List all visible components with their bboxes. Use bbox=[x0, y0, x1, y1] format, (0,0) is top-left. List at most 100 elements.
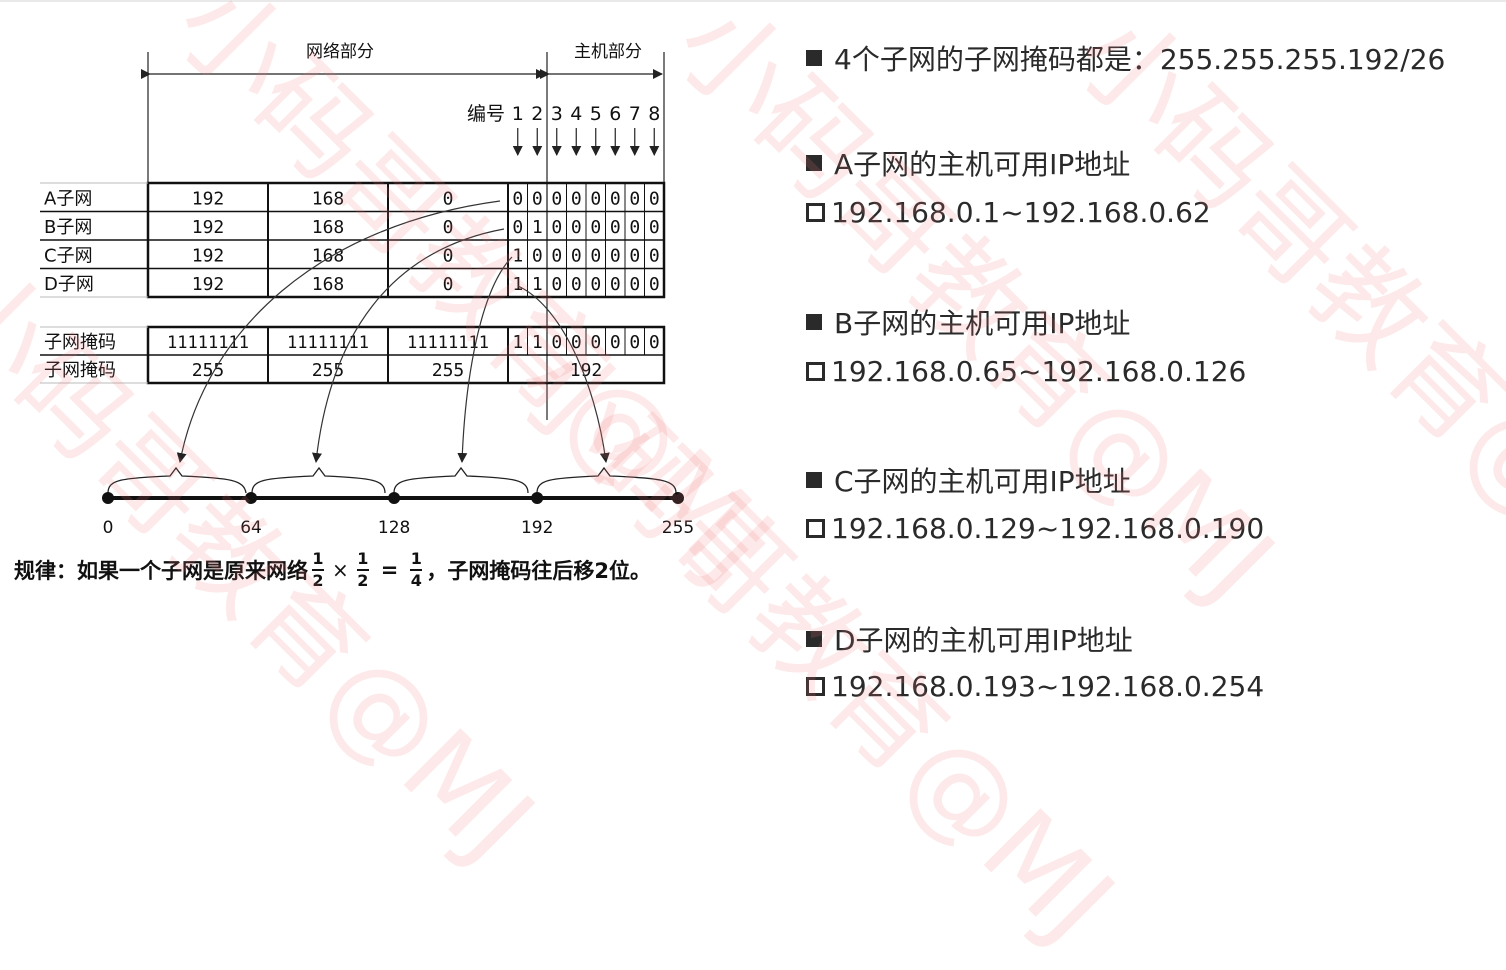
mapping-arrows bbox=[176, 200, 610, 463]
bit-number-label: 编号 bbox=[467, 103, 505, 125]
top-border bbox=[0, 0, 1506, 2]
subnet-row-label: C子网 bbox=[44, 245, 93, 266]
bullet-square-icon bbox=[806, 50, 822, 66]
subnet-c-title: C子网的主机可用IP地址 bbox=[806, 460, 1131, 500]
bit-cell: 0 bbox=[571, 274, 582, 295]
octet-cell: 192 bbox=[192, 274, 225, 295]
octet-cell: 0 bbox=[443, 188, 454, 209]
bit-number: 4 bbox=[570, 103, 582, 125]
subnet-c-range: 192.168.0.129~192.168.0.190 bbox=[806, 512, 1264, 545]
bit-cell: 0 bbox=[610, 188, 621, 209]
bit-cell: 0 bbox=[551, 217, 562, 238]
bit-cell: 0 bbox=[610, 217, 621, 238]
rule-suffix: ，子网掩码往后移2位。 bbox=[426, 559, 651, 583]
octet-cell: 168 bbox=[312, 217, 345, 238]
bit-number: 2 bbox=[531, 103, 543, 125]
octet-cell: 192 bbox=[192, 245, 225, 266]
octet-cell: 192 bbox=[192, 217, 225, 238]
mask-bit-cell: 0 bbox=[629, 332, 640, 353]
bit-cell: 0 bbox=[629, 274, 640, 295]
equals-sign: = bbox=[380, 558, 399, 582]
bit-cell: 0 bbox=[629, 188, 640, 209]
mask-decimal-octet: 255 bbox=[432, 360, 465, 381]
mask-bit-cell: 0 bbox=[571, 332, 582, 353]
bullet-hollow-square-icon bbox=[806, 519, 825, 538]
bit-cell: 0 bbox=[590, 188, 601, 209]
bit-cell: 0 bbox=[649, 245, 660, 266]
bit-cell: 0 bbox=[571, 188, 582, 209]
arrow-b-subnet bbox=[312, 228, 505, 463]
bit-number: 1 bbox=[512, 103, 524, 125]
number-line-label: 0 bbox=[103, 518, 114, 538]
bit-number: 6 bbox=[609, 103, 621, 125]
number-line-label: 128 bbox=[378, 518, 410, 538]
bit-number: 8 bbox=[648, 103, 660, 125]
octet-cell: 168 bbox=[312, 245, 345, 266]
bit-cell: 0 bbox=[512, 217, 523, 238]
bit-cell: 0 bbox=[551, 245, 562, 266]
subnet-row-label: D子网 bbox=[44, 274, 94, 295]
subnet-row-label: B子网 bbox=[44, 217, 92, 238]
bit-cell: 0 bbox=[532, 188, 543, 209]
mask-decimal-octet: 192 bbox=[570, 360, 603, 381]
mask-binary-octet: 11111111 bbox=[287, 333, 369, 353]
octet-cell: 0 bbox=[443, 217, 454, 238]
arrow-a-subnet bbox=[176, 200, 501, 463]
mask-summary-text: 4个子网的子网掩码都是：255.255.255.192/26 bbox=[834, 43, 1446, 76]
bit-cell: 0 bbox=[571, 245, 582, 266]
bit-cell: 1 bbox=[532, 274, 543, 295]
mask-binary-label: 子网掩码 bbox=[44, 332, 116, 353]
mask-decimal-octet: 255 bbox=[312, 360, 345, 381]
bit-cell: 1 bbox=[512, 245, 523, 266]
ip-range-number-line: 0 64 128 192 255 bbox=[102, 466, 694, 538]
mask-bit-cell: 0 bbox=[590, 332, 601, 353]
number-line-point bbox=[672, 492, 684, 504]
bit-number: 5 bbox=[590, 103, 602, 125]
bit-cell: 0 bbox=[629, 217, 640, 238]
mask-binary-octet: 11111111 bbox=[407, 333, 489, 353]
bit-cell: 0 bbox=[532, 245, 543, 266]
number-line-point bbox=[531, 492, 544, 504]
bit-cell: 0 bbox=[590, 245, 601, 266]
bullet-hollow-square-icon bbox=[806, 362, 825, 381]
number-line-point bbox=[388, 492, 401, 504]
subnet-b-title: B子网的主机可用IP地址 bbox=[806, 302, 1130, 342]
bit-cell: 1 bbox=[532, 217, 543, 238]
subnet-row-label: A子网 bbox=[44, 188, 92, 209]
octet-cell: 168 bbox=[312, 188, 345, 209]
arrow-c-subnet bbox=[457, 256, 513, 463]
bit-cell: 0 bbox=[649, 274, 660, 295]
number-line-label: 192 bbox=[521, 518, 553, 538]
mask-decimal-octet: 255 bbox=[192, 360, 225, 381]
bit-cell: 0 bbox=[649, 188, 660, 209]
mask-bit-cell: 0 bbox=[551, 332, 562, 353]
number-line-label: 64 bbox=[240, 518, 262, 538]
number-line-label: 255 bbox=[662, 518, 694, 538]
octet-cell: 168 bbox=[312, 274, 345, 295]
arrow-d-subnet bbox=[517, 285, 610, 463]
number-line-point bbox=[245, 492, 258, 504]
bit-cell: 0 bbox=[610, 245, 621, 266]
bit-cell: 1 bbox=[512, 274, 523, 295]
mask-bit-cell: 1 bbox=[512, 332, 523, 353]
mask-binary-octet: 11111111 bbox=[167, 333, 249, 353]
mask-bit-cell: 0 bbox=[610, 332, 621, 353]
bullet-square-icon bbox=[806, 314, 822, 330]
mask-bit-cell: 1 bbox=[532, 332, 543, 353]
number-line-point bbox=[102, 492, 114, 504]
bit-cell: 0 bbox=[610, 274, 621, 295]
bit-cell: 0 bbox=[551, 274, 562, 295]
bit-cell: 0 bbox=[590, 274, 601, 295]
bit-cell: 0 bbox=[649, 217, 660, 238]
bullet-square-icon bbox=[806, 472, 822, 488]
subnet-b-range: 192.168.0.65~192.168.0.126 bbox=[806, 355, 1246, 388]
octet-cell: 0 bbox=[443, 245, 454, 266]
mask-bit-cell: 0 bbox=[649, 332, 660, 353]
mask-summary-line: 4个子网的子网掩码都是：255.255.255.192/26 bbox=[806, 38, 1445, 78]
